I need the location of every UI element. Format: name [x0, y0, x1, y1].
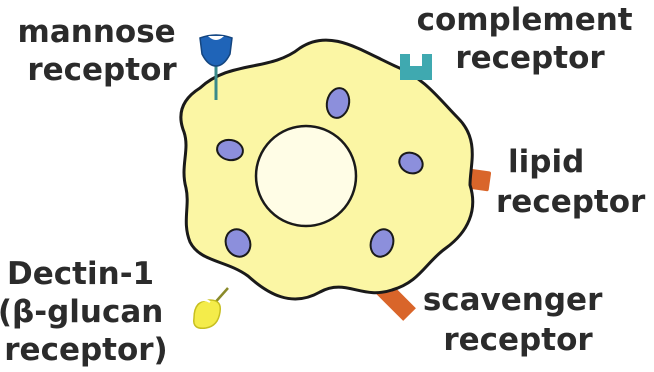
lipid-receptor-label: lipid receptor: [496, 144, 646, 220]
dectin-receptor-icon: [194, 288, 228, 328]
nucleus: [256, 126, 356, 226]
scavenger-receptor-label: scavenger receptor: [423, 282, 613, 358]
complement-receptor-icon: [400, 54, 432, 80]
complement-receptor-label: complement receptor: [417, 2, 644, 76]
dectin-receptor-label: Dectin-1 (β-glucan receptor): [0, 256, 174, 368]
mannose-receptor-label: mannose receptor: [18, 14, 187, 88]
